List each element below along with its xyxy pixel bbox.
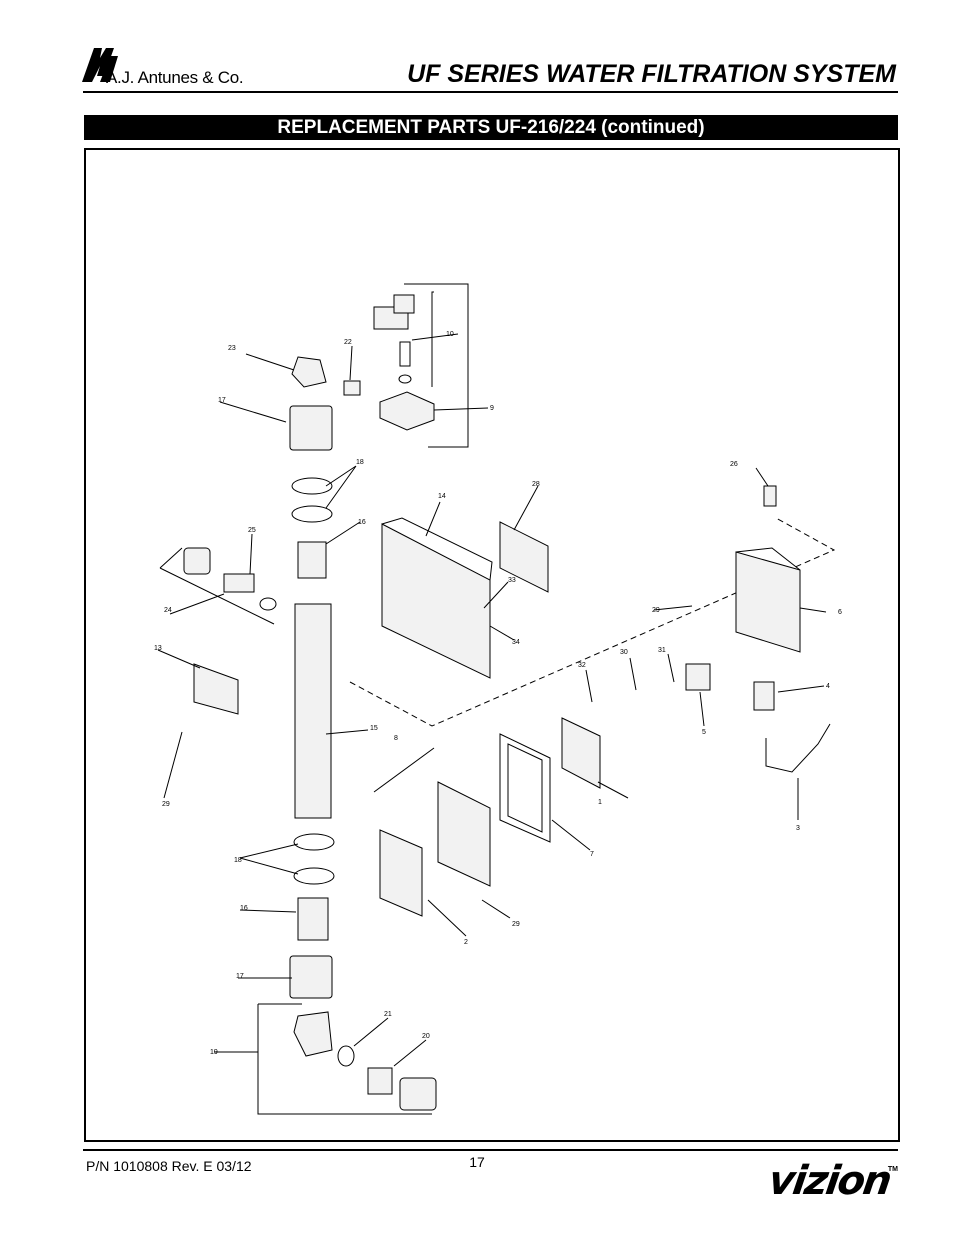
- callout-label: 3: [796, 825, 800, 832]
- terminal-block-icon: [685, 663, 711, 691]
- callout-label: 16: [240, 905, 248, 912]
- callout-label: 2: [464, 939, 468, 946]
- label-icon: [499, 521, 549, 593]
- callout-label: 10: [446, 331, 454, 338]
- callout-label: 14: [438, 493, 446, 500]
- callout-label: 1: [598, 799, 602, 806]
- aj-logo-mark-icon: [82, 48, 118, 82]
- control-cover-icon: [437, 781, 491, 887]
- company-name: A.J. Antunes & Co.: [106, 68, 244, 87]
- callout-label: 17: [218, 397, 226, 404]
- callout-label: 25: [248, 527, 256, 534]
- callout-label: 23: [228, 345, 236, 352]
- header-divider: [83, 91, 898, 93]
- callout-label: 4: [826, 683, 830, 690]
- part-number: P/N 1010808 Rev. E 03/12: [86, 1158, 252, 1174]
- callout-label: 7: [590, 851, 594, 858]
- parts-drawing: 1 2 3 4 5 6 7 8 9 10 13 14 15 16 16 17 1…: [154, 283, 842, 1115]
- filter-tube-icon: [294, 603, 332, 819]
- callout-label: 18: [234, 857, 242, 864]
- page-number: 17: [469, 1154, 485, 1170]
- control-board-icon: [561, 717, 601, 789]
- housing-nut-bottom-icon: [289, 955, 333, 999]
- callout-label: 29: [652, 607, 660, 614]
- trademark-symbol: TM: [887, 1166, 898, 1173]
- mounting-plate-icon: [381, 523, 491, 679]
- callout-label: 19: [210, 1049, 218, 1056]
- drain-valve-icon: [399, 1077, 437, 1111]
- brand-logo: vizion: [766, 1158, 894, 1204]
- callout-label: 8: [394, 735, 398, 742]
- exploded-parts-diagram: 1 2 3 4 5 6 7 8 9 10 13 14 15 16 16 17 1…: [84, 148, 900, 1142]
- faceplate-icon: [379, 829, 423, 917]
- callout-label: 33: [508, 577, 516, 584]
- callout-label: 32: [578, 662, 586, 669]
- company-logo: A.J. Antunes & Co.: [80, 46, 270, 88]
- housing-nut-top-icon: [289, 405, 333, 451]
- callout-label: 28: [532, 481, 540, 488]
- solenoid-valve-icon: [373, 283, 469, 448]
- callout-label: 30: [620, 649, 628, 656]
- callout-label: 20: [422, 1033, 430, 1040]
- pressure-gauge-icon: [183, 547, 211, 575]
- power-cord-icon: [765, 723, 831, 773]
- callout-label: 17: [236, 973, 244, 980]
- callout-label: 29: [512, 921, 520, 928]
- callout-label: 24: [164, 607, 172, 614]
- adapter-top-icon: [297, 541, 327, 579]
- callout-label: 15: [370, 725, 378, 732]
- callout-label: 26: [730, 461, 738, 468]
- callout-label: 31: [658, 647, 666, 654]
- adapter-bottom-icon: [297, 897, 329, 941]
- callout-label: 13: [154, 645, 162, 652]
- callout-label: 34: [512, 639, 520, 646]
- section-title: REPLACEMENT PARTS UF-216/224 (continued): [84, 115, 898, 140]
- callout-label: 18: [356, 459, 364, 466]
- elbow-fitting-icon: [291, 356, 327, 388]
- electrical-box-icon: [735, 551, 801, 653]
- nipple-fitting-icon: [343, 380, 361, 396]
- callout-label: 21: [384, 1011, 392, 1018]
- callout-label: 5: [702, 729, 706, 736]
- mounting-bracket-icon: [193, 663, 239, 715]
- strain-relief-icon: [763, 485, 777, 507]
- callout-label: 29: [162, 801, 170, 808]
- document-title: UF SERIES WATER FILTRATION SYSTEM: [407, 60, 896, 88]
- callout-label: 16: [358, 519, 366, 526]
- callout-label: 6: [838, 609, 842, 616]
- callout-label: 22: [344, 339, 352, 346]
- footer-divider: [83, 1149, 898, 1151]
- callout-label: 9: [490, 405, 494, 412]
